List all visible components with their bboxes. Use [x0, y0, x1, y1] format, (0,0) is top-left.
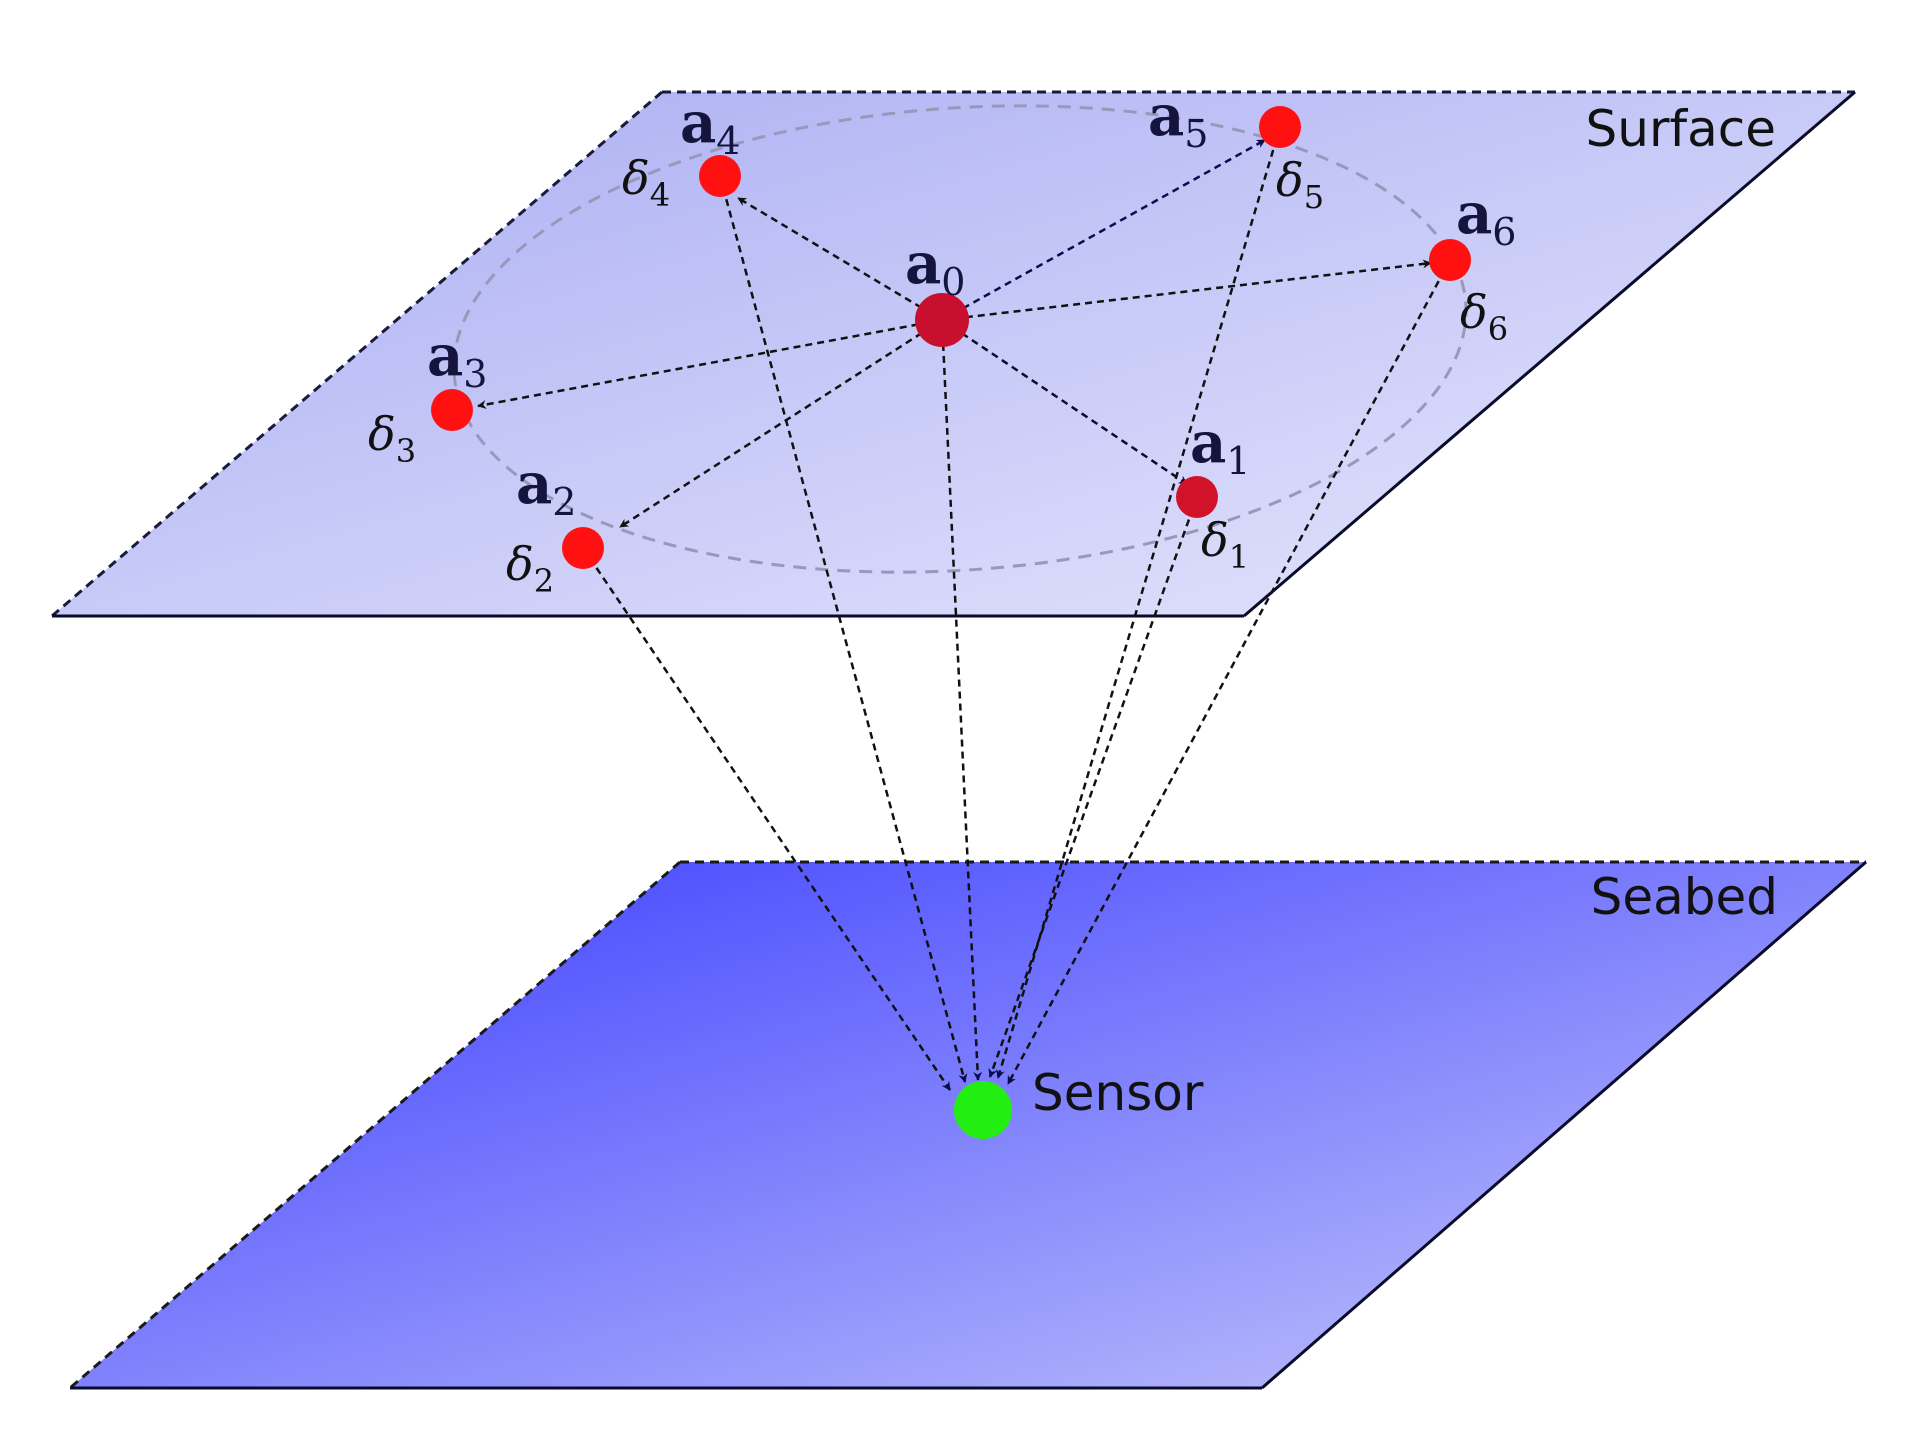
center-node-a0: a0: [905, 231, 969, 347]
arrow-a2-sensor: [581, 547, 952, 1091]
anchor-a6: a6 δ6: [1429, 181, 1516, 348]
anchor-label: a2: [516, 451, 576, 524]
surface-label: Surface: [1586, 100, 1776, 158]
sensor-node: Sensor: [954, 1064, 1204, 1139]
anchor-delta: δ5: [1276, 153, 1324, 216]
anchor-label: a1: [1190, 410, 1250, 483]
seabed-label: Seabed: [1591, 868, 1778, 926]
arrow-a5-sensor: [995, 126, 1282, 1079]
anchor-dot: [1176, 476, 1218, 518]
anchor-delta: δ4: [622, 151, 670, 214]
arrow-a0-a3: [477, 318, 943, 409]
center-label: a0: [905, 231, 965, 304]
center-dot: [915, 293, 969, 347]
arrow-a0-a2: [619, 318, 943, 529]
anchor-dot: [1429, 239, 1471, 281]
anchor-delta: δ6: [1460, 285, 1508, 348]
anchor-dot: [562, 527, 604, 569]
anchor-delta: δ1: [1201, 513, 1249, 576]
anchor-a4: a4 δ4: [622, 90, 741, 214]
anchor-dot: [431, 389, 473, 431]
anchor-a2: a2 δ2: [506, 451, 604, 600]
arrow-a4-sensor: [718, 175, 968, 1083]
anchor-delta: δ2: [506, 537, 554, 600]
anchor-label: a6: [1456, 181, 1516, 254]
anchor-circle: [452, 104, 1468, 574]
arrow-a0-a6: [941, 259, 1432, 322]
anchor-dot: [1259, 106, 1301, 148]
sensor-label: Sensor: [1032, 1064, 1204, 1122]
sensor-dot: [954, 1081, 1012, 1139]
anchor-dot: [699, 155, 741, 197]
anchor-label: a3: [427, 323, 487, 396]
arrow-a0-sensor: [940, 319, 983, 1081]
anchor-delta: δ3: [368, 407, 416, 470]
center-to-anchor-arrows: [477, 138, 1432, 529]
anchor-label: a4: [680, 90, 740, 163]
anchor-a3: a3 δ3: [368, 323, 487, 470]
arrow-a1-sensor: [988, 496, 1199, 1078]
anchor-to-sensor-arrows: [581, 126, 1452, 1091]
arrow-a0-a1: [941, 318, 1188, 486]
anchor-a1: a1 δ1: [1176, 410, 1250, 576]
anchor-a5: a5 δ5: [1148, 83, 1324, 216]
anchor-label: a5: [1148, 83, 1208, 156]
surface-plane: Surface: [51, 90, 1856, 618]
arrow-a0-a5: [941, 138, 1266, 322]
arrow-a0-a4: [737, 196, 943, 322]
